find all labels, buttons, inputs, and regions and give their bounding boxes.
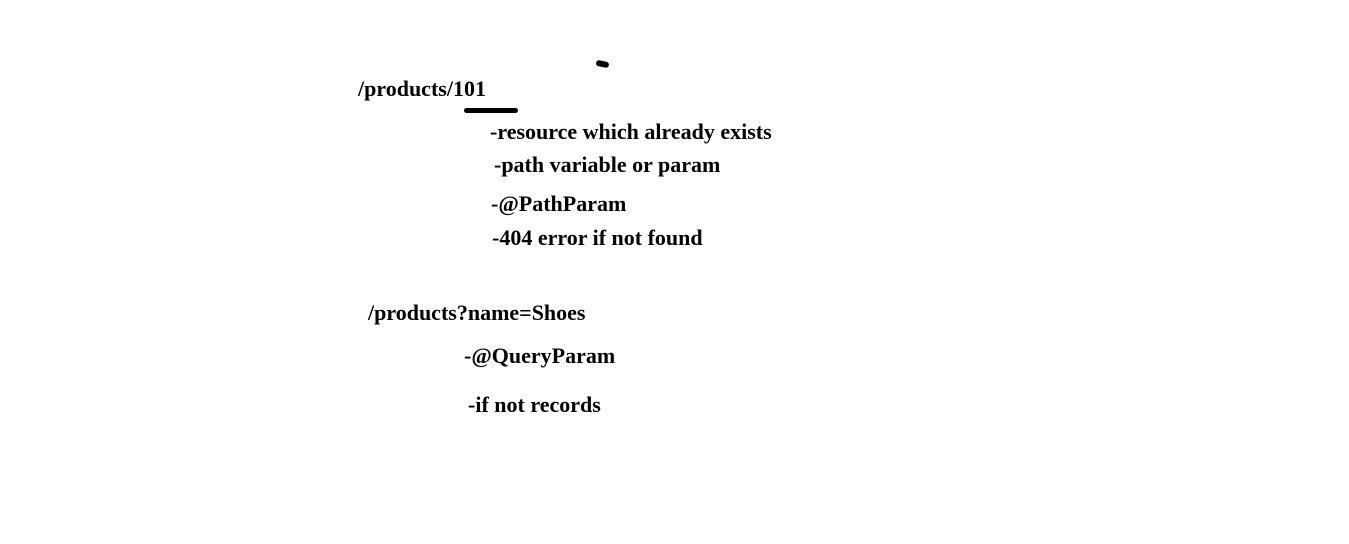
path-url-example: /products/101 bbox=[358, 76, 486, 101]
path-note-pathparam: -@PathParam bbox=[491, 191, 627, 216]
query-note-no-records: -if not records bbox=[468, 392, 601, 417]
pen-dash-mark bbox=[595, 59, 610, 69]
query-url-example: /products?name=Shoes bbox=[368, 300, 586, 325]
query-note-queryparam: -@QueryParam bbox=[464, 343, 616, 368]
underline-mark bbox=[464, 108, 518, 113]
path-note-404-error: -404 error if not found bbox=[492, 225, 703, 250]
path-note-resource-exists: -resource which already exists bbox=[490, 119, 772, 144]
path-note-path-variable: -path variable or param bbox=[494, 152, 721, 177]
